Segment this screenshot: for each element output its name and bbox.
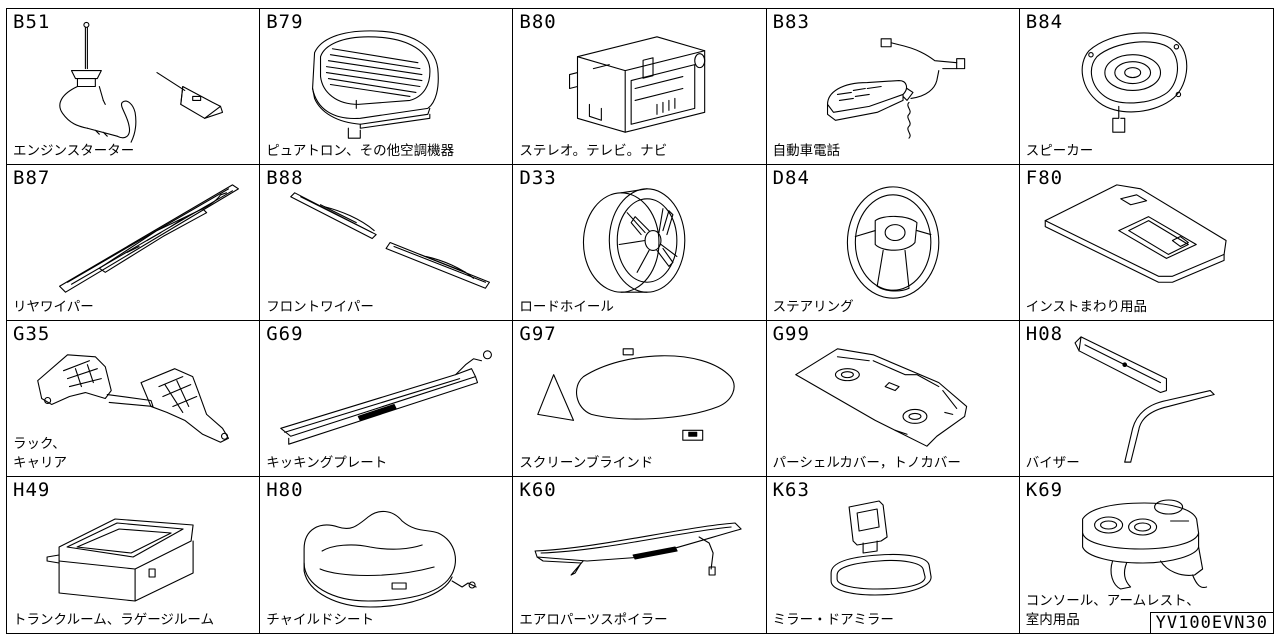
category-label: ステアリング (772, 299, 854, 315)
steering-wheel-icon (767, 165, 1019, 320)
category-code: B84 (1025, 11, 1064, 33)
engine-starter-icon (7, 9, 259, 164)
mirror-icon (767, 477, 1019, 633)
category-cell-g69[interactable]: G69 キッキングプレート (260, 321, 514, 477)
parts-category-grid: B51 エンジンスターター B79 (6, 8, 1274, 634)
category-cell-k63[interactable]: K63 ミラー・ドアミラー (767, 477, 1020, 633)
category-code: B87 (13, 167, 51, 189)
category-cell-g99[interactable]: G99 パーシェルカバー，トノカバー (766, 321, 1020, 477)
category-code: K63 (772, 479, 810, 501)
category-cell-b84[interactable]: B84 スピーカー (1019, 9, 1273, 165)
category-cell-d84[interactable]: D84 ステアリング (766, 165, 1020, 321)
category-label: キッキングプレート (266, 455, 388, 471)
category-label: パーシェルカバー，トノカバー (772, 455, 961, 471)
category-code: G35 (13, 323, 51, 345)
category-code: G69 (266, 323, 304, 345)
category-code: D84 (772, 167, 810, 189)
category-label: リヤワイパー (13, 299, 94, 315)
category-cell-h80[interactable]: H80 チャイルドシート (260, 477, 514, 633)
category-code: H80 (266, 479, 304, 501)
category-cell-b83[interactable]: B83 自動車電話 (766, 9, 1020, 165)
category-label: エアロパーツスポイラー (519, 612, 668, 628)
visor-icon (1020, 321, 1273, 476)
category-label: バイザー (1025, 455, 1080, 471)
car-phone-icon (767, 9, 1019, 164)
category-label: エンジンスターター (13, 143, 135, 159)
category-code: B80 (519, 11, 557, 33)
category-cell-b87[interactable]: B87 リヤワイパー (7, 165, 261, 321)
category-cell-f80[interactable]: F80 インストまわり用品 (1019, 165, 1273, 321)
parcel-shelf-cover-icon (767, 321, 1019, 476)
category-code: D33 (519, 167, 557, 189)
category-cell-h49[interactable]: H49 トランクルーム、ラゲージルーム (7, 477, 261, 633)
category-cell-d33[interactable]: D33 ロードホイール (513, 165, 767, 321)
category-code: B51 (13, 11, 51, 33)
category-code: F80 (1025, 167, 1064, 189)
child-seat-icon (260, 477, 512, 633)
category-code: H49 (13, 479, 51, 501)
category-code: G97 (519, 323, 557, 345)
front-wiper-icon (260, 165, 512, 320)
category-cell-b88[interactable]: B88 フロントワイパー (260, 165, 514, 321)
instrument-panel-icon (1020, 165, 1273, 320)
category-code: B79 (266, 11, 304, 33)
category-cell-k60[interactable]: K60 エアロパーツスポイラー (513, 477, 767, 633)
category-label: コンソール、アームレスト、 室内用品 (1025, 593, 1200, 628)
category-label: 自動車電話 (772, 143, 841, 159)
category-label: ピュアトロン、その他空調機器 (266, 143, 455, 159)
roof-rack-icon (7, 321, 259, 476)
kicking-plate-icon (260, 321, 512, 476)
category-label: トランクルーム、ラゲージルーム (13, 612, 215, 628)
category-code: K60 (519, 479, 557, 501)
catalog-code-label: YV100EVN30 (1149, 612, 1274, 634)
category-label: チャイルドシート (266, 612, 375, 628)
air-purifier-icon (260, 9, 512, 164)
category-label: フロントワイパー (266, 299, 374, 315)
category-label: ミラー・ドアミラー (772, 612, 894, 628)
category-code: B88 (266, 167, 304, 189)
category-cell-h08[interactable]: H08 バイザー (1019, 321, 1273, 477)
category-cell-b80[interactable]: B80 ステレオ。テレビ。ナビ (513, 9, 767, 165)
category-cell-b79[interactable]: B79 ピュアトロン、その他空調機器 (260, 9, 514, 165)
screen-blind-icon (513, 321, 765, 476)
category-cell-g35[interactable]: G35 ラック、 キャリア (7, 321, 261, 477)
category-label: スピーカー (1025, 143, 1094, 159)
category-label: ステレオ。テレビ。ナビ (519, 143, 668, 159)
category-code: B83 (772, 11, 810, 33)
road-wheel-icon (513, 165, 765, 320)
speaker-icon (1020, 9, 1273, 164)
category-label: ロードホイール (519, 299, 614, 315)
rear-wiper-icon (7, 165, 259, 320)
car-stereo-icon (513, 9, 765, 164)
category-label: ラック、 キャリア (13, 436, 67, 471)
category-cell-k69[interactable]: K69 コンソール、アームレスト、 室内用品 (1020, 477, 1273, 633)
spoiler-icon (513, 477, 765, 633)
category-code: G99 (772, 323, 810, 345)
category-code: H08 (1025, 323, 1064, 345)
category-cell-b51[interactable]: B51 エンジンスターター (7, 9, 261, 165)
category-label: スクリーンブラインド (519, 455, 654, 471)
category-code: K69 (1025, 479, 1064, 501)
trunk-box-icon (7, 477, 259, 633)
console-icon (1020, 477, 1273, 633)
category-cell-g97[interactable]: G97 スクリーンブラインド (513, 321, 767, 477)
category-label: インストまわり用品 (1025, 299, 1148, 315)
